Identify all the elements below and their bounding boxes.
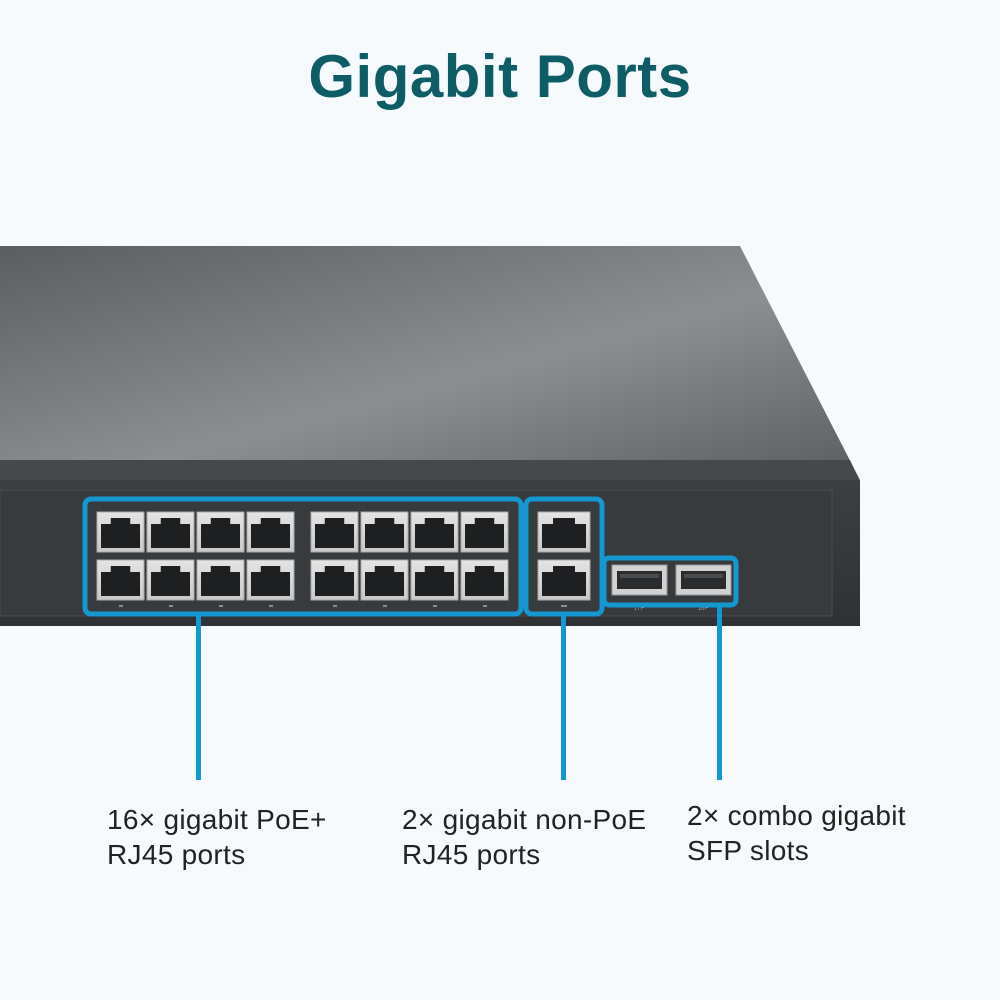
caption-non-poe-ports: 2× gigabit non-PoE RJ45 ports (402, 802, 646, 872)
callout-line-poe (196, 614, 201, 780)
caption-line: SFP slots (687, 835, 810, 866)
rj45-port (537, 559, 591, 601)
sfp-slot-label: 17F (634, 606, 645, 612)
caption-poe-ports: 16× gigabit PoE+ RJ45 ports (107, 802, 327, 872)
caption-sfp-slots: 2× combo gigabit SFP slots (687, 798, 906, 868)
port-number-mark (383, 605, 387, 607)
rj45-port (96, 511, 145, 553)
poe-ports-highlight (82, 496, 524, 617)
poe-port-group (96, 511, 509, 607)
rj45-port (410, 559, 459, 601)
rj45-port (246, 511, 295, 553)
sfp-slot: 17F (611, 564, 668, 612)
rj45-port (310, 559, 359, 601)
port-number-mark (269, 605, 273, 607)
rj45-port (146, 511, 195, 553)
port-number-mark (433, 605, 437, 607)
port-number-mark (119, 605, 123, 607)
rj45-port (96, 559, 145, 601)
callout-line-non-poe (561, 614, 566, 780)
callout-line-sfp (717, 605, 722, 780)
rj45-port (196, 559, 245, 601)
sfp-slot-group: 17F 18F (611, 564, 732, 612)
sfp-slots-highlight (601, 555, 739, 608)
rj45-port (360, 559, 409, 601)
rj45-port (146, 559, 195, 601)
rj45-port (310, 511, 359, 553)
rj45-port (360, 511, 409, 553)
caption-line: RJ45 ports (402, 839, 541, 870)
rj45-port (196, 511, 245, 553)
sfp-slot-label: 18F (698, 606, 709, 612)
rj45-port (537, 511, 591, 553)
port-number-mark (483, 605, 487, 607)
non-poe-port-group (537, 511, 591, 607)
page-title: Gigabit Ports (308, 43, 692, 110)
rj45-port (410, 511, 459, 553)
chassis-top (0, 246, 860, 482)
caption-line: RJ45 ports (107, 839, 246, 870)
rj45-port (460, 559, 509, 601)
sfp-slot: 18F (675, 564, 732, 612)
port-number-mark (219, 605, 223, 607)
caption-line: 2× combo gigabit (687, 800, 906, 831)
port-number-mark (333, 605, 337, 607)
caption-line: 2× gigabit non-PoE (402, 804, 647, 835)
port-number-mark (561, 605, 567, 607)
port-number-mark (169, 605, 173, 607)
caption-line: 16× gigabit PoE+ (107, 804, 327, 835)
rj45-port (246, 559, 295, 601)
rj45-port (460, 511, 509, 553)
